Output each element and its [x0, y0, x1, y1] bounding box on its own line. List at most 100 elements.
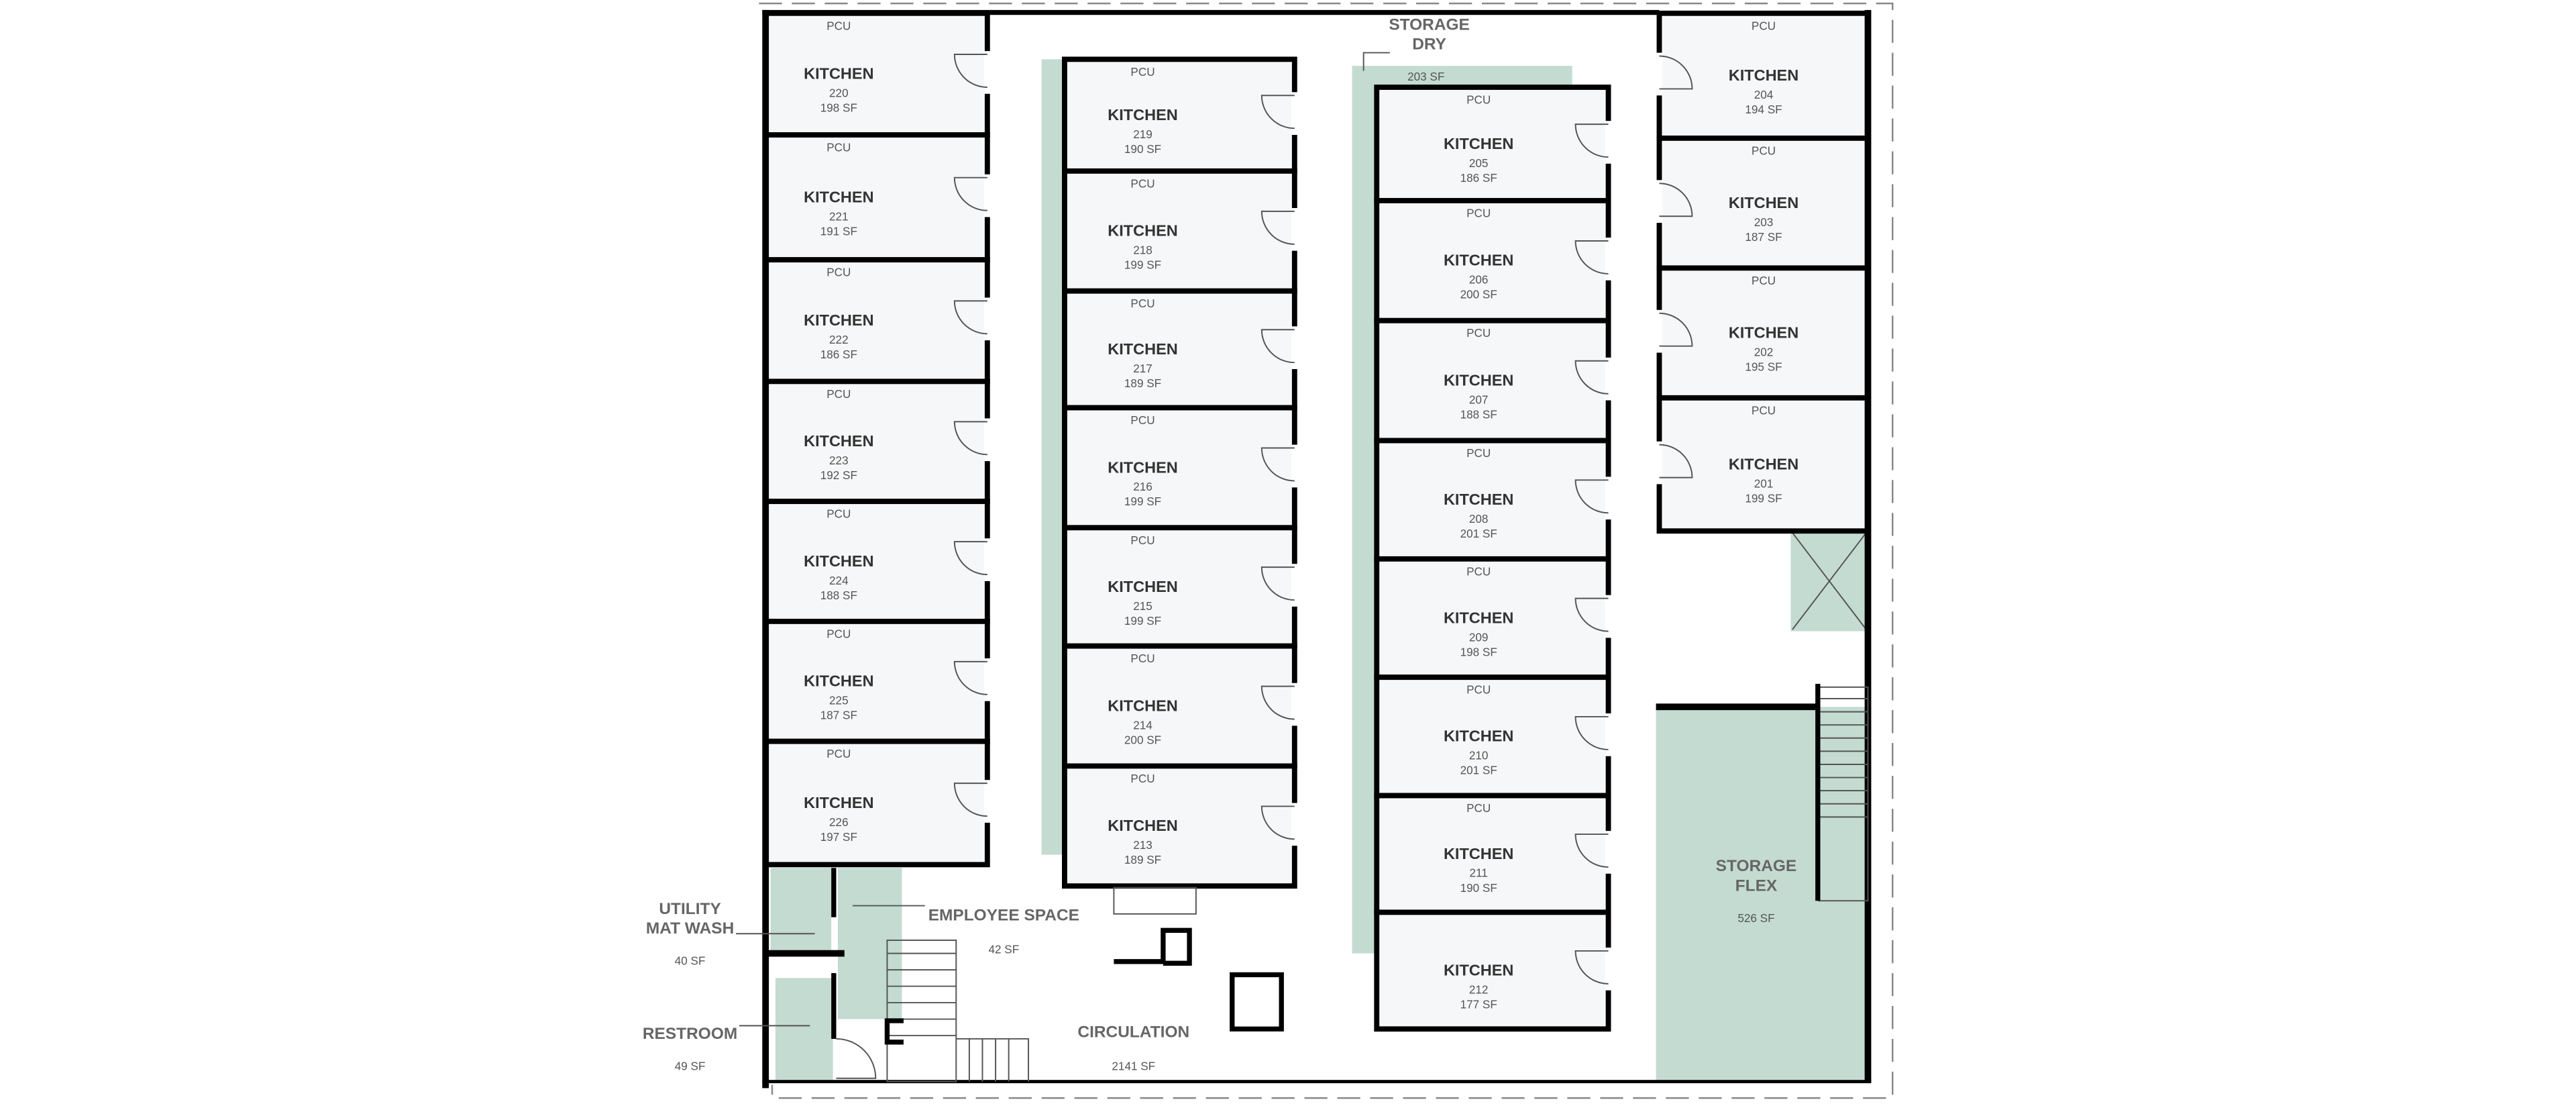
room-tag: PCU — [1752, 274, 1776, 287]
door-swing[interactable] — [1260, 447, 1295, 482]
room-tag: PCU — [1466, 801, 1491, 815]
stair-landing — [1113, 887, 1197, 915]
utility-mat-wash-area[interactable] — [770, 868, 832, 950]
door-swing[interactable] — [1260, 329, 1295, 364]
wall-left — [762, 9, 769, 1089]
room-outline — [763, 379, 990, 505]
wall-right — [1864, 9, 1872, 1082]
door-swing[interactable] — [953, 541, 987, 576]
door-swing[interactable] — [1574, 597, 1609, 632]
door-swing[interactable] — [1659, 444, 1693, 479]
room-number: 213 — [1133, 838, 1152, 852]
door-swing[interactable] — [1574, 950, 1609, 985]
storage-flex-area[interactable] — [1656, 707, 1865, 1082]
door-swing[interactable] — [953, 421, 987, 456]
door-swing[interactable] — [1574, 479, 1609, 514]
room-name: KITCHEN — [1108, 458, 1177, 476]
room-name: KITCHEN — [1444, 135, 1513, 152]
storage-dry-label-2: DRY — [1412, 36, 1446, 54]
employee-space-area[interactable] — [837, 868, 902, 1019]
door-swing[interactable] — [1260, 805, 1295, 840]
room-area: 200 SF — [1460, 288, 1497, 301]
door-opening — [1291, 564, 1298, 607]
door-swing[interactable] — [953, 177, 987, 211]
room-area: 192 SF — [820, 468, 857, 482]
storage-dry-strip — [1352, 87, 1377, 954]
room-number: 209 — [1469, 630, 1489, 644]
door-opening — [983, 538, 991, 581]
storage-flex-label-2: FLEX — [1735, 877, 1778, 895]
door-swing[interactable] — [1659, 55, 1693, 90]
room-name: KITCHEN — [1444, 962, 1513, 979]
door-opening — [983, 174, 991, 217]
wall-bottom — [762, 1080, 1872, 1084]
storage-dry-leader — [1362, 52, 1390, 71]
room-name: KITCHEN — [1108, 697, 1177, 714]
door-swing[interactable] — [1574, 240, 1609, 274]
door-swing[interactable] — [953, 660, 987, 695]
door-swing[interactable] — [1574, 715, 1609, 750]
room-number: 225 — [829, 694, 849, 707]
door-opening — [1605, 121, 1612, 164]
room-outline — [1374, 909, 1611, 1032]
room-name: KITCHEN — [804, 311, 873, 329]
room-tag: PCU — [1466, 683, 1491, 697]
room-tag: PCU — [1466, 93, 1491, 106]
door-swing[interactable] — [1260, 210, 1295, 245]
door-swing[interactable] — [1260, 566, 1295, 601]
door-swing[interactable] — [1574, 834, 1609, 868]
door-swing[interactable] — [1574, 123, 1609, 158]
wall-storage-flex-top — [1656, 703, 1821, 711]
restroom-door[interactable] — [836, 1038, 877, 1079]
room-tag: PCU — [826, 387, 851, 401]
door-swing[interactable] — [1260, 685, 1295, 720]
restroom-area[interactable] — [775, 978, 833, 1082]
circulation-area-label: 2141 SF — [1112, 1059, 1155, 1072]
door-swing[interactable] — [1659, 312, 1693, 347]
room-area: 191 SF — [820, 224, 857, 238]
door-swing[interactable] — [1260, 95, 1295, 130]
door-swing[interactable] — [953, 783, 987, 817]
door-swing[interactable] — [953, 300, 987, 335]
room-number: 214 — [1133, 718, 1152, 732]
door-swing[interactable] — [1659, 183, 1693, 217]
door-swing[interactable] — [1574, 360, 1609, 395]
room-number: 218 — [1133, 244, 1152, 257]
door-swing[interactable] — [953, 54, 987, 88]
bracket — [884, 1018, 904, 1045]
restroom-area-label: 49 SF — [675, 1059, 706, 1072]
shaft-2 — [1114, 927, 1192, 966]
door-opening — [983, 297, 991, 341]
circulation-label: CIRCULATION — [1077, 1023, 1189, 1042]
room-area: 197 SF — [820, 830, 857, 844]
room-outline — [1656, 135, 1871, 271]
employee-space-label: EMPLOYEE SPACE — [928, 907, 1079, 925]
